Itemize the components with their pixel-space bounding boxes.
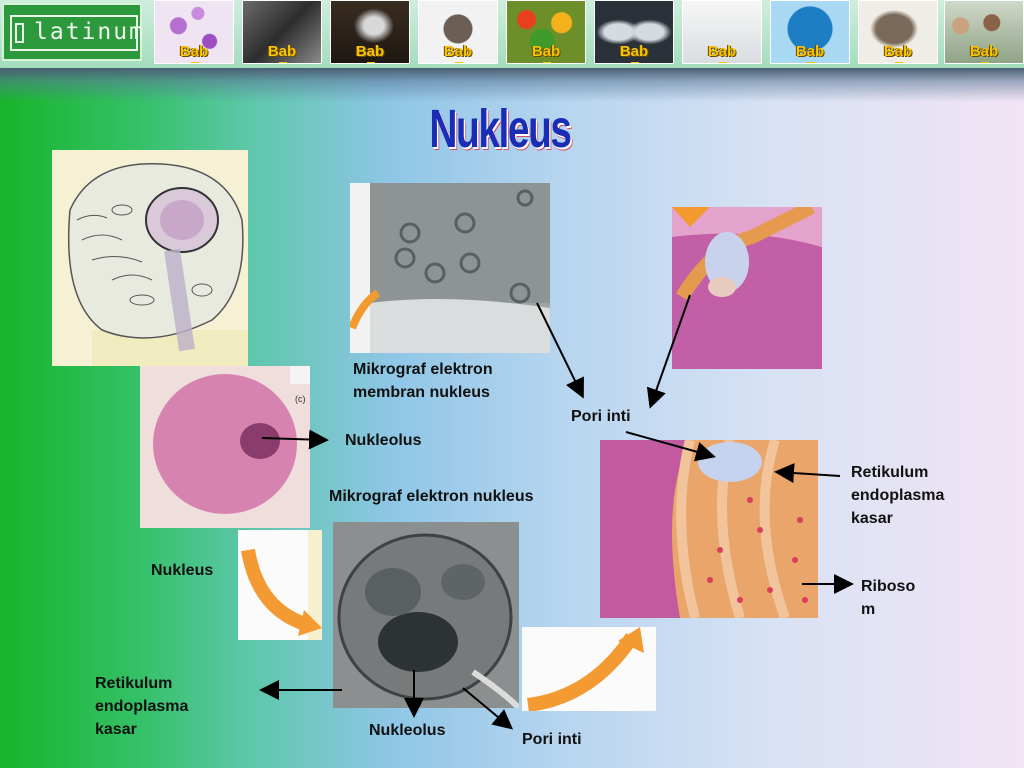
nav-tab-10-label: Bab bbox=[969, 43, 999, 60]
tab-stub bbox=[367, 62, 375, 63]
stained-nucleus-image: (c) bbox=[140, 366, 310, 528]
tab-stub bbox=[895, 62, 903, 63]
tab-stub bbox=[981, 62, 989, 63]
label-nucleus: Nukleus bbox=[151, 562, 214, 579]
nav-tab-4-label: Bab bbox=[443, 43, 473, 60]
nav-tab-2-label: Bab bbox=[267, 43, 297, 60]
nav-tab-3[interactable]: Bab bbox=[330, 0, 410, 64]
tab-stub bbox=[719, 62, 727, 63]
nav-tab-3-label: Bab bbox=[355, 43, 385, 60]
nav-tab-5-label: Bab bbox=[531, 43, 561, 60]
header-shadow bbox=[0, 68, 1024, 102]
nav-tab-7-label: Bab bbox=[707, 43, 737, 60]
label-nucleus-micrograph: Mikrograf elektron nukleus bbox=[329, 488, 534, 505]
nav-tab-9[interactable]: Bab bbox=[858, 0, 938, 64]
orange-arrow-panel-left bbox=[238, 530, 322, 640]
nav-tab-8-label: Bab bbox=[795, 43, 825, 60]
top-navigation-bar: latinum Bab Bab Bab Bab Bab Bab Bab Bab … bbox=[0, 0, 1024, 68]
label-pore-top: Pori inti bbox=[571, 408, 631, 425]
label-nucleolus-bottom: Nukleolus bbox=[369, 722, 446, 739]
nav-tab-9-label: Bab bbox=[883, 43, 913, 60]
tab-stub bbox=[807, 62, 815, 63]
cell-diagram-image bbox=[52, 150, 248, 366]
nav-tab-8[interactable]: Bab bbox=[770, 0, 850, 64]
label-er-right: Retikulum endoplasma kasar bbox=[851, 464, 945, 527]
nucleus-micrograph-image bbox=[333, 522, 519, 708]
nav-tab-1[interactable]: Bab bbox=[154, 0, 234, 64]
nav-tab-6[interactable]: Bab bbox=[594, 0, 674, 64]
nav-tab-4[interactable]: Bab bbox=[418, 0, 498, 64]
svg-text:(c): (c) bbox=[295, 394, 306, 404]
label-ribosome: Riboso m bbox=[861, 578, 916, 618]
orange-arrow-panel-right bbox=[522, 627, 656, 711]
nuclear-pore-closeup-image bbox=[672, 207, 822, 369]
tab-stub bbox=[279, 62, 287, 63]
label-membrane-micrograph: Mikrograf elektron membran nukleus bbox=[353, 361, 493, 401]
tab-stub bbox=[543, 62, 551, 63]
tab-stub bbox=[191, 62, 199, 63]
nav-tab-1-label: Bab bbox=[179, 43, 209, 60]
logo-frame: latinum bbox=[10, 15, 143, 51]
label-er-left: Retikulum endoplasma kasar bbox=[95, 675, 189, 738]
nav-tab-10[interactable]: Bab bbox=[944, 0, 1024, 64]
slide-title: Nukleus bbox=[429, 99, 572, 159]
label-pore-bottom: Pori inti bbox=[522, 731, 582, 748]
logo-mark-icon bbox=[15, 23, 24, 43]
membrane-micrograph-image bbox=[350, 183, 550, 353]
logo-text: latinum bbox=[34, 19, 145, 45]
nav-tab-5[interactable]: Bab bbox=[506, 0, 586, 64]
platinum-logo[interactable]: latinum bbox=[2, 3, 143, 61]
nav-tab-6-label: Bab bbox=[619, 43, 649, 60]
label-nucleolus-top: Nukleolus bbox=[345, 432, 422, 449]
tab-stub bbox=[631, 62, 639, 63]
tab-stub bbox=[455, 62, 463, 63]
nav-tab-7[interactable]: Bab bbox=[682, 0, 762, 64]
nav-tab-2[interactable]: Bab bbox=[242, 0, 322, 64]
